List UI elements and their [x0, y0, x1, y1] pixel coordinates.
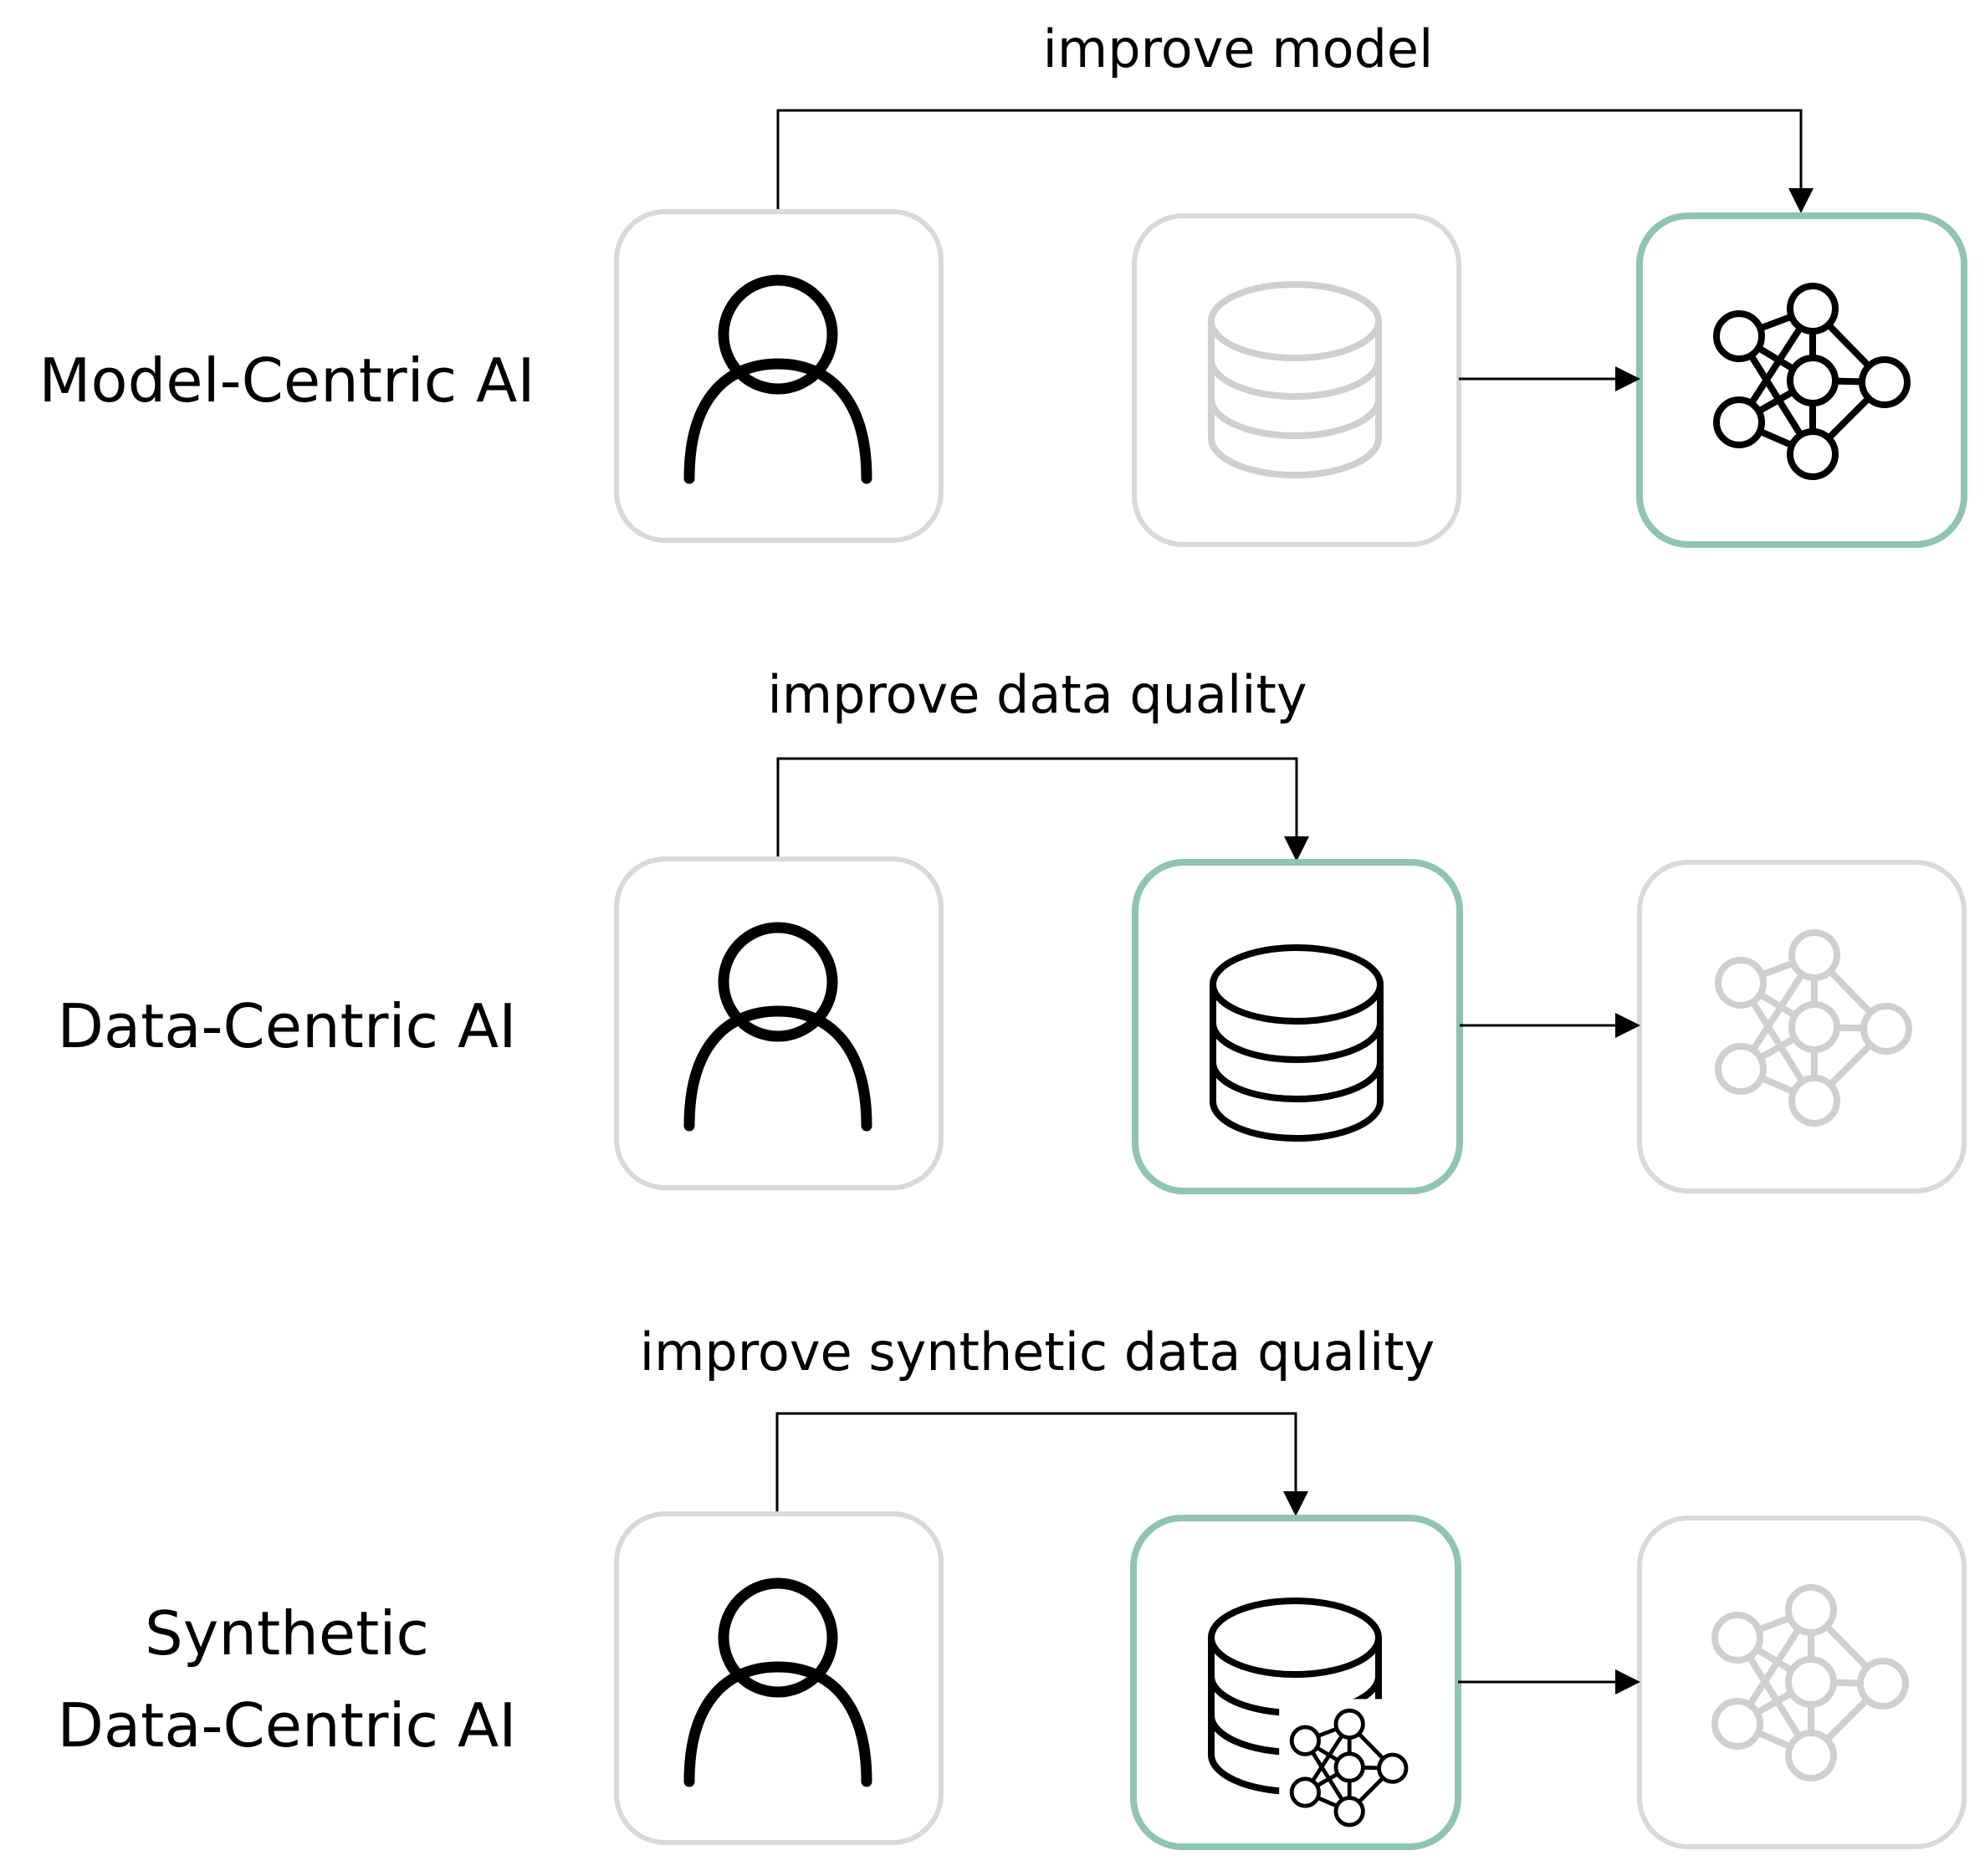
loop-arrow: [776, 757, 1309, 861]
loop-label: improve data quality: [767, 664, 1307, 725]
row-label: Data-Centric AI: [58, 1690, 517, 1761]
neural-network-icon: [1702, 1577, 1916, 1791]
neural-network-icon: [1706, 922, 1920, 1136]
neural-network-icon: [1704, 275, 1918, 489]
synthetic-database-icon: [1191, 1576, 1418, 1838]
loop-arrow: [775, 1412, 1308, 1516]
person-icon: [683, 922, 872, 1132]
row-label: Data-Centric AI: [58, 991, 517, 1061]
loop-label: improve model: [1043, 18, 1434, 79]
row-model-centric: Model-Centric AI improve model: [38, 18, 1967, 548]
row-label: Synthetic: [145, 1598, 429, 1669]
person-icon: [683, 1577, 872, 1787]
loop-arrow: [776, 109, 1814, 213]
person-box: [614, 856, 944, 1190]
row-data-centric: Data-Centric AI improve data quality: [58, 664, 1967, 1194]
loop-label: improve synthetic data quality: [640, 1321, 1435, 1383]
person-box: [614, 209, 944, 543]
row-synthetic-data-centric: Synthetic Data-Centric AI improve synthe…: [58, 1321, 1967, 1850]
neural-network-icon: [1279, 1699, 1418, 1838]
database-icon: [1193, 926, 1400, 1142]
database-icon: [1191, 281, 1399, 488]
person-icon: [683, 274, 872, 484]
person-box: [614, 1511, 944, 1845]
row-label: Model-Centric AI: [38, 345, 535, 416]
